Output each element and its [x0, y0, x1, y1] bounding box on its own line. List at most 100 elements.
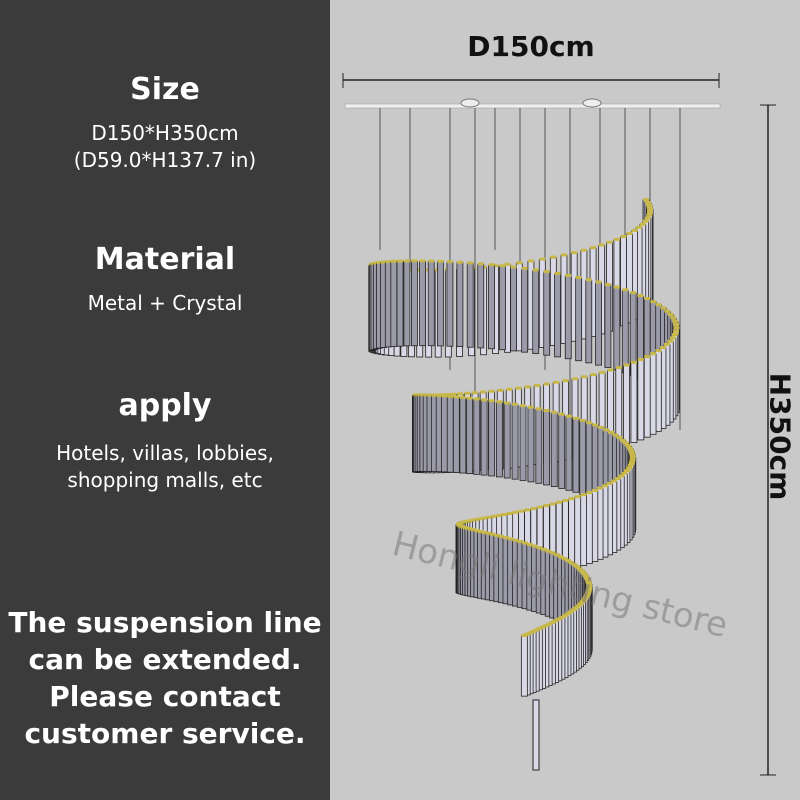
crystal-rod — [554, 273, 561, 358]
frame-segment — [488, 399, 495, 403]
frame-segment — [490, 514, 497, 518]
frame-segment — [626, 466, 633, 470]
frame-segment — [667, 312, 674, 316]
frame-segment — [643, 198, 649, 201]
frame-segment — [626, 231, 633, 235]
crystal-rod — [511, 404, 519, 480]
frame-segment — [552, 619, 559, 623]
crystal-rod — [510, 267, 517, 352]
crystal-rod — [564, 275, 572, 360]
crystal-rod — [495, 401, 503, 478]
frame-segment — [507, 537, 514, 541]
frame-segment — [673, 326, 680, 330]
frame-segment — [584, 578, 591, 582]
frame-segment — [561, 614, 568, 618]
frame-segment — [615, 366, 622, 370]
crystal-rod — [446, 396, 454, 473]
frame-segment — [501, 513, 508, 517]
frame-segment — [497, 388, 504, 392]
crystal-rod — [643, 356, 651, 438]
frame-segment — [558, 615, 565, 619]
frame-segment — [586, 587, 593, 591]
frame-segment — [639, 222, 646, 226]
crystal-rod — [532, 699, 540, 771]
note-line: The suspension line — [8, 606, 322, 639]
frame-segment — [535, 407, 542, 411]
frame-segment — [576, 567, 583, 571]
frame-segment — [473, 529, 480, 533]
frame-segment — [574, 565, 581, 569]
frame-segment — [572, 416, 579, 420]
frame-segment — [459, 395, 466, 399]
frame-segment — [560, 253, 567, 257]
frame-segment — [530, 507, 537, 511]
frame-segment — [510, 265, 517, 269]
frame-segment — [376, 261, 383, 265]
frame-segment — [543, 270, 550, 274]
frame-segment — [492, 264, 499, 268]
frame-segment — [570, 608, 577, 612]
frame-segment — [568, 561, 575, 565]
crystal-rod — [604, 284, 612, 368]
frame-segment — [619, 438, 626, 442]
frame-segment — [466, 396, 473, 400]
crystal-rod — [390, 261, 398, 347]
crystal-rod — [595, 282, 602, 366]
frame-segment — [578, 569, 585, 573]
frame-segment — [583, 576, 590, 580]
frame-segment — [567, 610, 574, 614]
frame-segment — [581, 375, 588, 379]
crystal-rod — [579, 420, 587, 495]
crystal-rod — [630, 362, 638, 443]
frame-segment — [585, 278, 592, 282]
frame-segment — [504, 401, 511, 405]
size-heading: Size — [130, 72, 200, 107]
frame-segment — [477, 262, 484, 266]
frame-segment — [616, 436, 623, 440]
frame-segment — [646, 204, 653, 208]
frame-segment — [530, 630, 537, 634]
crystal-rod — [580, 494, 587, 566]
frame-segment — [447, 394, 454, 398]
frame-segment — [565, 273, 572, 277]
frame-segment — [481, 398, 488, 402]
frame-segment — [644, 216, 651, 220]
frame-segment — [488, 389, 495, 393]
frame-segment — [568, 497, 575, 501]
crystal-rod — [456, 262, 464, 348]
frame-segment — [546, 622, 553, 626]
frame-segment — [485, 531, 492, 535]
frame-segment — [498, 534, 505, 538]
height-label: H350cm — [763, 372, 797, 501]
crystal-rod — [520, 635, 528, 697]
frame-segment — [604, 283, 611, 287]
frame-segment — [672, 329, 679, 333]
frame-segment — [637, 358, 644, 362]
frame-segment — [579, 600, 586, 604]
frame-segment — [553, 553, 560, 557]
size-metric: D150*H350cm — [91, 121, 239, 145]
crystal-rod — [621, 289, 629, 373]
frame-segment — [533, 628, 540, 632]
frame-segment — [499, 264, 506, 268]
frame-segment — [613, 285, 620, 289]
frame-segment — [549, 502, 556, 506]
frame-segment — [614, 476, 621, 480]
crystal-rod — [585, 279, 593, 364]
frame-segment — [385, 260, 392, 264]
frame-segment — [586, 585, 593, 589]
frame-segment — [506, 512, 513, 516]
frame-segment — [555, 617, 562, 621]
frame-segment — [481, 530, 488, 534]
frame-segment — [539, 257, 546, 261]
frame-segment — [477, 517, 484, 521]
frame-segment — [467, 527, 474, 531]
frame-segment — [504, 262, 511, 266]
crystal-rod — [384, 261, 392, 348]
frame-segment — [630, 291, 637, 295]
frame-segment — [631, 228, 638, 232]
crystal-rod — [585, 492, 593, 564]
frame-segment — [669, 336, 676, 340]
frame-segment — [517, 540, 524, 544]
